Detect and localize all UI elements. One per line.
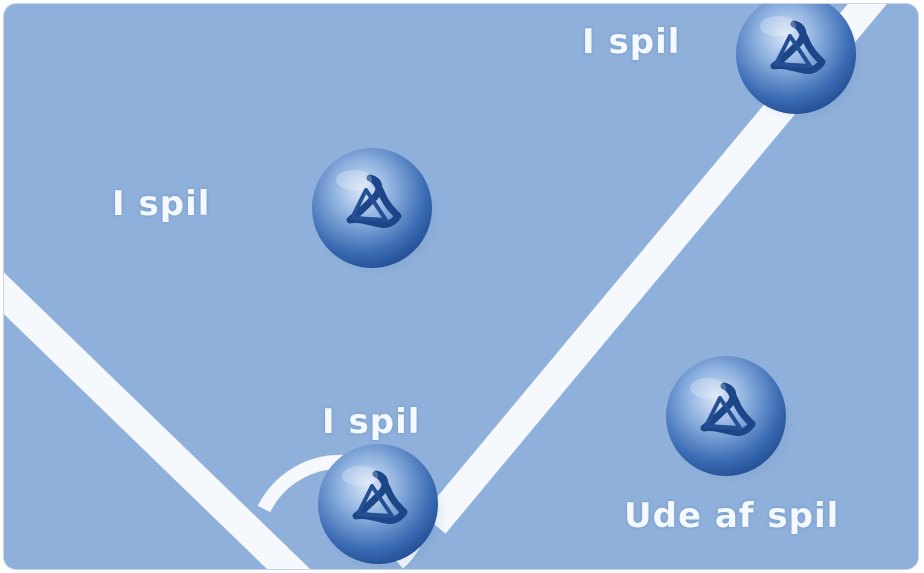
ball-in-play-bottom-middle <box>318 444 448 569</box>
label-top-right: I spil <box>582 22 681 62</box>
label-bottom-right: Ude af spil <box>624 496 840 536</box>
label-middle-left: I spil <box>112 184 211 224</box>
pitch-svg <box>4 4 887 569</box>
ball-out-of-play-bottom-right <box>666 356 796 486</box>
ball-in-play-top-right <box>736 4 866 124</box>
pitch-illustration: I spil I spil I spil Ude af spil <box>4 4 918 569</box>
label-bottom-middle: I spil <box>322 402 421 442</box>
ball-in-play-middle-left <box>312 148 442 278</box>
